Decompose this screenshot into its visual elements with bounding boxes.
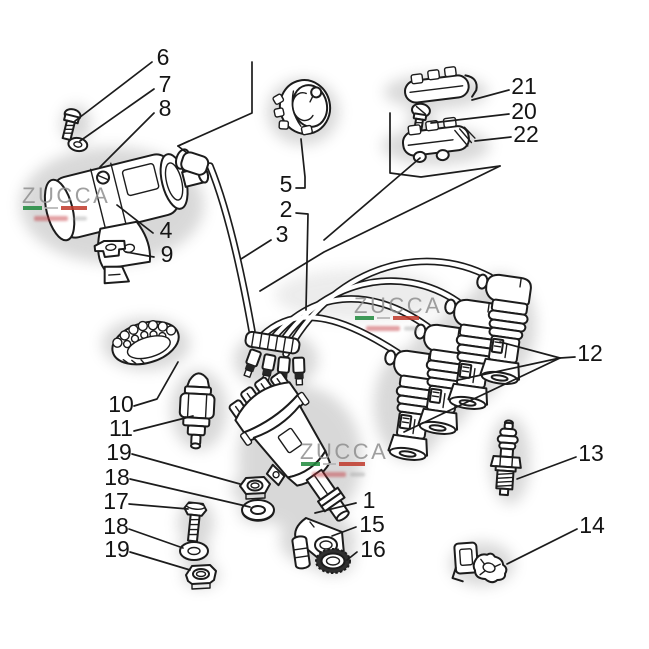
leader-part-7 (79, 88, 155, 142)
bracket-line-7 (499, 341, 561, 359)
sensor (178, 372, 216, 450)
cable-holder-upper (403, 66, 478, 104)
seal-ring (315, 548, 351, 574)
watermark-3: ZUCCA (300, 439, 388, 477)
part-label-17: 17 (103, 488, 129, 514)
leader-part-10 (133, 361, 179, 407)
leader-part-3 (240, 239, 272, 260)
leader-part-2 (295, 212, 309, 311)
part-label-3: 3 (276, 221, 289, 247)
watermark-text: ZUCCA (354, 293, 442, 318)
coil-wire-boot (175, 148, 210, 176)
part-label-10: 10 (108, 391, 134, 417)
ribbed-cap (111, 319, 180, 366)
part-label-20: 20 (511, 98, 537, 124)
flange-pin (291, 535, 311, 570)
coil-wire (207, 163, 255, 334)
watermark-2: ZUCCA (354, 293, 442, 331)
leader-part-16 (346, 551, 358, 561)
bracket-line-9 (403, 357, 561, 433)
watermark-text: ZUCCA (22, 183, 110, 208)
wire-terminal-1 (243, 348, 262, 378)
part-label-18: 18 (104, 464, 130, 490)
part-label-13: 13 (578, 440, 604, 466)
leader-part-5 (295, 138, 306, 189)
leader-part-13 (516, 456, 577, 480)
leader-part-18 (128, 528, 184, 549)
bracket-line-8 (457, 357, 561, 381)
part-label-11: 11 (109, 415, 133, 441)
part-label-18: 18 (103, 513, 129, 539)
watermark-text: ZUCCA (300, 439, 388, 464)
leader-part-19 (131, 453, 241, 485)
watermark-1: ZUCCA (22, 183, 110, 221)
part-label-14: 14 (579, 512, 605, 538)
leader-part-20 (430, 113, 510, 124)
part-label-1: 1 (363, 487, 376, 513)
part-label-19: 19 (104, 536, 130, 562)
leader-part-9 (125, 251, 155, 258)
part-label-12: 12 (577, 340, 603, 366)
part-label-5: 5 (280, 171, 293, 197)
plug-wire-4 (283, 259, 493, 357)
leader-part-15 (331, 526, 357, 537)
part-label-7: 7 (159, 71, 172, 97)
leader-part-21 (471, 89, 510, 101)
ignition-wire-set (206, 162, 494, 358)
wire-terminal-4 (292, 356, 306, 386)
leader-part-22 (474, 136, 512, 142)
coil-screw (61, 108, 82, 142)
part-label-4: 4 (160, 217, 173, 243)
bracket-line-1 (177, 61, 253, 147)
retaining-clip (451, 541, 508, 584)
part-label-6: 6 (157, 44, 170, 70)
leader-part-12 (559, 356, 576, 359)
washer-upper (241, 499, 275, 522)
bracket-line-3 (177, 145, 188, 154)
bracket-line-6 (323, 157, 421, 241)
leader-part-4 (116, 204, 154, 234)
leader-part-17 (128, 503, 189, 510)
leader-part-18 (129, 478, 251, 508)
leader-lines (74, 61, 578, 571)
leader-part-14 (506, 528, 578, 565)
washer-lower (179, 541, 209, 561)
wire-comb (244, 330, 301, 355)
coil-washer (67, 136, 89, 153)
part-label-8: 8 (159, 95, 172, 121)
bolt (183, 501, 208, 543)
coil-clip (93, 239, 127, 258)
part-label-19: 19 (106, 439, 132, 465)
grommet (272, 79, 332, 136)
ignition-coil (43, 153, 210, 285)
bracket-line-5 (259, 165, 501, 292)
distributor (228, 371, 350, 522)
part-label-22: 22 (513, 121, 539, 147)
watermarks: ZUCCA ZUCCA ZUCCA (22, 183, 442, 477)
bracket-line-2 (177, 140, 190, 147)
plug-wire-3 (275, 278, 461, 351)
part-label-21: 21 (511, 73, 537, 99)
part-label-2: 2 (280, 196, 293, 222)
leader-part-6 (74, 61, 153, 122)
part-label-15: 15 (359, 511, 385, 537)
part-label-16: 16 (360, 536, 386, 562)
cable-holder-lower (401, 116, 476, 163)
plug-wire-1 (259, 315, 401, 356)
nut-upper (239, 476, 271, 500)
nut-lower (185, 564, 217, 590)
part-label-9: 9 (161, 241, 174, 267)
bracket-line-4 (389, 112, 501, 178)
leader-part-1 (314, 502, 357, 514)
support-flange (291, 517, 345, 570)
spark-plug (489, 419, 522, 497)
leader-part-8 (99, 112, 155, 168)
plug-wire-2 (267, 296, 431, 345)
leader-part-11 (133, 415, 194, 432)
leader-part-19 (129, 551, 191, 571)
